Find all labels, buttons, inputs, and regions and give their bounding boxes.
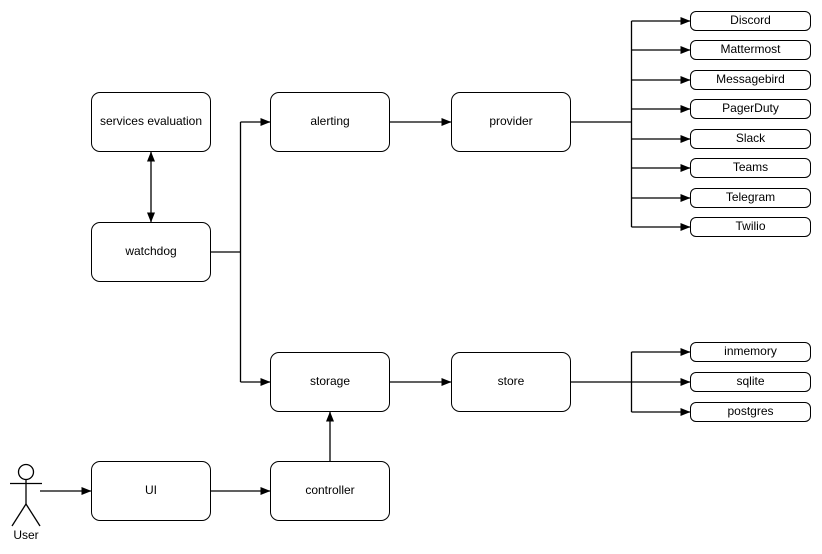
node-sqlite: sqlite [690, 372, 811, 392]
node-messagebird: Messagebird [690, 70, 811, 90]
node-services-evaluation: services evaluation [91, 92, 211, 152]
node-store: store [451, 352, 571, 412]
user-actor-icon [10, 463, 42, 527]
node-watchdog: watchdog [91, 222, 211, 282]
node-mattermost: Mattermost [690, 40, 811, 60]
node-discord: Discord [690, 11, 811, 31]
node-ui: UI [91, 461, 211, 521]
node-inmemory: inmemory [690, 342, 811, 362]
node-postgres: postgres [690, 402, 811, 422]
node-teams: Teams [690, 158, 811, 178]
user-actor-label: User [13, 528, 39, 542]
node-slack: Slack [690, 129, 811, 149]
node-storage: storage [270, 352, 390, 412]
node-alerting: alerting [270, 92, 390, 152]
node-provider: provider [451, 92, 571, 152]
node-twilio: Twilio [690, 217, 811, 237]
node-pagerduty: PagerDuty [690, 99, 811, 119]
node-controller: controller [270, 461, 390, 521]
node-telegram: Telegram [690, 188, 811, 208]
